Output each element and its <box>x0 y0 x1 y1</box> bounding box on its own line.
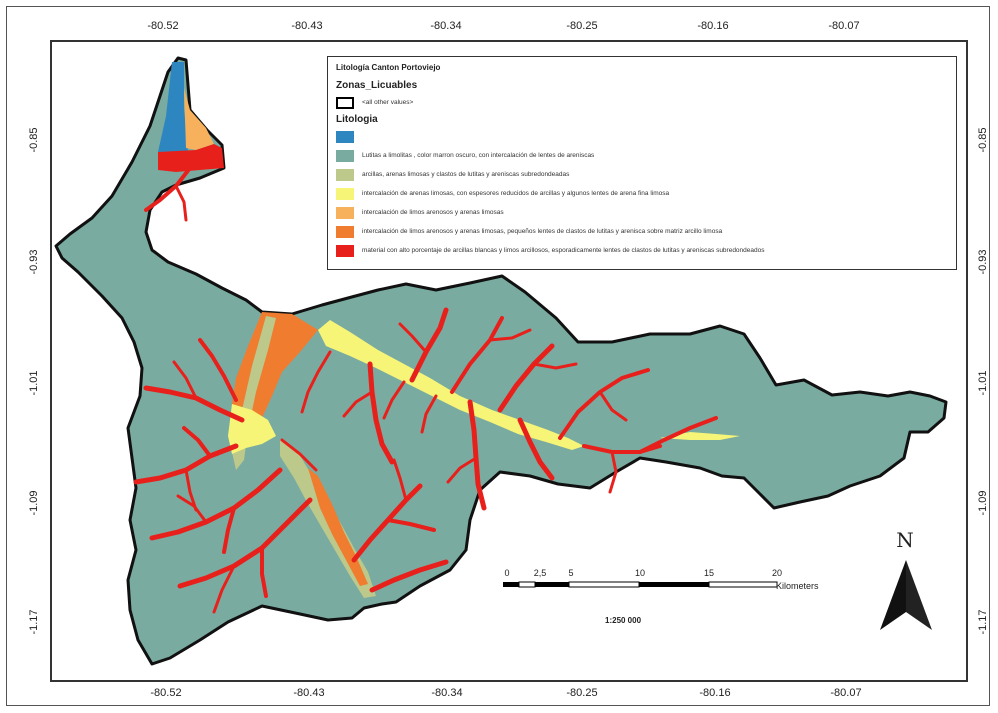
legend-item: material con alto porcentaje de arcillas… <box>336 241 948 260</box>
scale-unit: Kilometers <box>776 581 819 591</box>
legend-item-label: intercalación de limos arenosos y arenas… <box>362 228 723 235</box>
legend-item: intercalación de limos arenosos y arenas… <box>336 222 948 241</box>
x-tick-bottom: -80.43 <box>293 687 325 699</box>
legend-item: Lutitas a limolitas , color marron oscur… <box>336 146 948 165</box>
scale-segment <box>503 582 519 587</box>
x-tick-bottom: -80.34 <box>431 687 463 699</box>
page-frame <box>6 6 990 706</box>
scale-label: 2,5 <box>533 568 547 578</box>
legend-item-label: <all other values> <box>362 99 414 106</box>
scale-segment <box>535 582 569 587</box>
legend-item-label: Lutitas a limolitas , color marron oscur… <box>362 152 595 159</box>
legend-group-zonas: Zonas_Licuables <box>336 80 418 91</box>
legend-item: intercalación de limos arenosos y arenas… <box>336 203 948 222</box>
legend-items: Lutitas a limolitas , color marron oscur… <box>336 127 948 260</box>
scale-label: 5 <box>568 568 574 578</box>
legend-item: <all other values> <box>336 93 948 112</box>
light-orange-lithology-unit <box>184 88 214 150</box>
legend-item: arcillas, arenas limosas y clastos de lu… <box>336 165 948 184</box>
legend-swatch <box>336 244 354 257</box>
x-tick-top: -80.34 <box>430 20 462 32</box>
legend-item-label: intercalación de arenas limosas, con esp… <box>362 190 670 197</box>
north-letter: N <box>896 528 914 552</box>
x-tick-top: -80.43 <box>291 20 323 32</box>
legend-item-label: intercalación de limos arenosos y arenas… <box>362 209 504 216</box>
north-arrow: N <box>878 528 932 634</box>
scale-block: 0 2,5 5 10 15 20 Kilometers 1:250 000 <box>503 568 833 638</box>
legend-swatch <box>336 149 354 162</box>
scale-label: 20 <box>771 568 783 578</box>
x-tick-top: -80.07 <box>828 20 860 32</box>
orange-lithology-strip <box>308 468 368 586</box>
scale-segment <box>708 581 778 588</box>
legend-item-label: material con alto porcentaje de arcillas… <box>362 247 765 254</box>
legend-swatch <box>336 187 354 200</box>
scale-label: 15 <box>703 568 715 578</box>
x-tick-bottom: -80.16 <box>699 687 731 699</box>
x-tick-bottom: -80.25 <box>566 687 598 699</box>
x-tick-top: -80.52 <box>147 20 179 32</box>
map-legend: Litología Canton Portoviejo Zonas_Licuab… <box>327 56 957 270</box>
x-tick-bottom: -80.52 <box>150 687 182 699</box>
x-tick-top: -80.25 <box>566 20 598 32</box>
scale-ratio: 1:250 000 <box>605 616 642 625</box>
legend-item: intercalación de arenas limosas, con esp… <box>336 184 948 203</box>
yellow-lithology-unit <box>318 320 584 450</box>
scale-label: 10 <box>634 568 646 578</box>
canton-area <box>54 56 948 666</box>
legend-swatch <box>336 225 354 238</box>
scale-label: 0 <box>504 568 510 578</box>
legend-group-litologia: Litologia <box>336 114 378 125</box>
north-arrow-icon <box>880 560 932 630</box>
red-drainage-network <box>133 166 718 614</box>
x-tick-bottom: -80.07 <box>830 687 862 699</box>
legend-item-label: arcillas, arenas limosas y clastos de lu… <box>362 171 570 178</box>
red-lithology-unit-north <box>158 144 224 172</box>
legend-item <box>336 127 948 146</box>
legend-swatch <box>336 130 354 143</box>
scale-segment <box>639 582 709 587</box>
legend-outline-swatch <box>336 96 354 109</box>
legend-title: Litología Canton Portoviejo <box>336 63 441 72</box>
blue-lithology-unit <box>158 62 188 152</box>
legend-swatch <box>336 168 354 181</box>
legend-swatch <box>336 206 354 219</box>
x-tick-top: -80.16 <box>697 20 729 32</box>
scale-bar <box>503 581 778 588</box>
